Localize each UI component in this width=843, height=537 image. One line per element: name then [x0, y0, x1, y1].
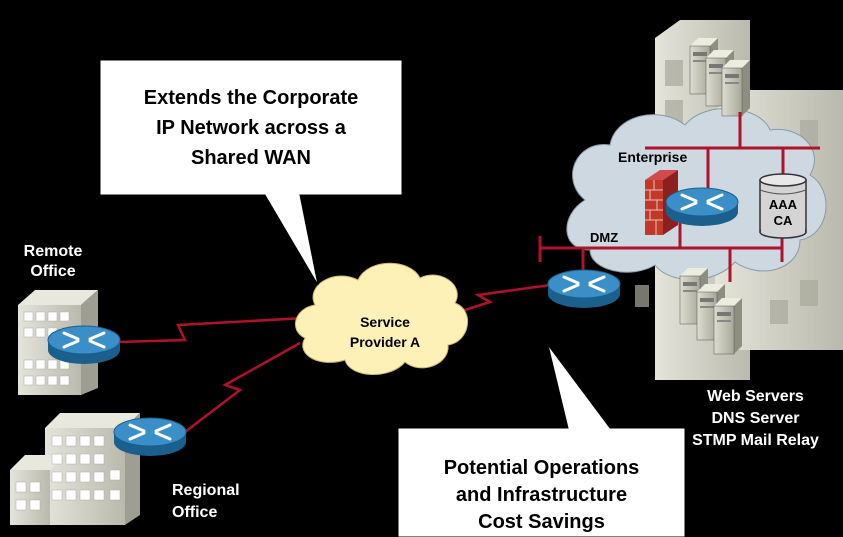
- server-mail-relay: STMP Mail Relay: [692, 432, 819, 449]
- wan-cloud-icon: [294, 262, 469, 375]
- service-provider-line-1: Service: [360, 314, 410, 330]
- server-web: Web Servers: [707, 388, 804, 405]
- top-callout-text: Extends the Corporate IP Network across …: [100, 83, 402, 173]
- enterprise-lan: [538, 112, 820, 282]
- regional-office-line-2: Office: [172, 504, 218, 521]
- ca-label: CA: [773, 213, 793, 228]
- remote-office-line-2: Office: [30, 263, 76, 280]
- router-icon: [664, 186, 740, 228]
- building-icon: [18, 290, 98, 395]
- wan-links: [119, 283, 551, 433]
- bottom-callout-bubble: [397, 344, 686, 537]
- enterprise-label: Enterprise: [618, 149, 688, 165]
- top-callout-line-2: IP Network across a: [156, 117, 346, 139]
- dmz-label: DMZ: [590, 230, 619, 245]
- service-provider-label: Service Provider A: [330, 312, 440, 352]
- bottom-callout-line-1: Potential Operations: [443, 457, 640, 479]
- top-callout-line-1: Extends the Corporate: [143, 87, 359, 109]
- bottom-callout-text: Potential Operations and Infrastructure …: [398, 455, 685, 536]
- regional-office-line-1: Regional: [172, 482, 240, 499]
- regional-office-label: Regional Office: [172, 480, 252, 524]
- remote-office-label: Remote Office: [8, 242, 98, 282]
- bottom-callout-line-2: and Infrastructure: [455, 484, 628, 506]
- server-list: Web Servers DNS Server STMP Mail Relay: [668, 386, 843, 452]
- router-icon: [546, 268, 622, 310]
- router-icon: [46, 324, 122, 366]
- service-provider-line-2: Provider A: [349, 334, 421, 350]
- server-dns: DNS Server: [711, 410, 800, 427]
- top-callout-bubble: [99, 59, 403, 286]
- bottom-callout-line-3: Cost Savings: [478, 511, 605, 533]
- database-icon: [759, 173, 807, 239]
- router-icon: [112, 416, 188, 458]
- remote-office-line-1: Remote: [23, 243, 83, 260]
- aaa-label: AAA: [768, 197, 798, 212]
- top-callout-line-3: Shared WAN: [190, 147, 312, 169]
